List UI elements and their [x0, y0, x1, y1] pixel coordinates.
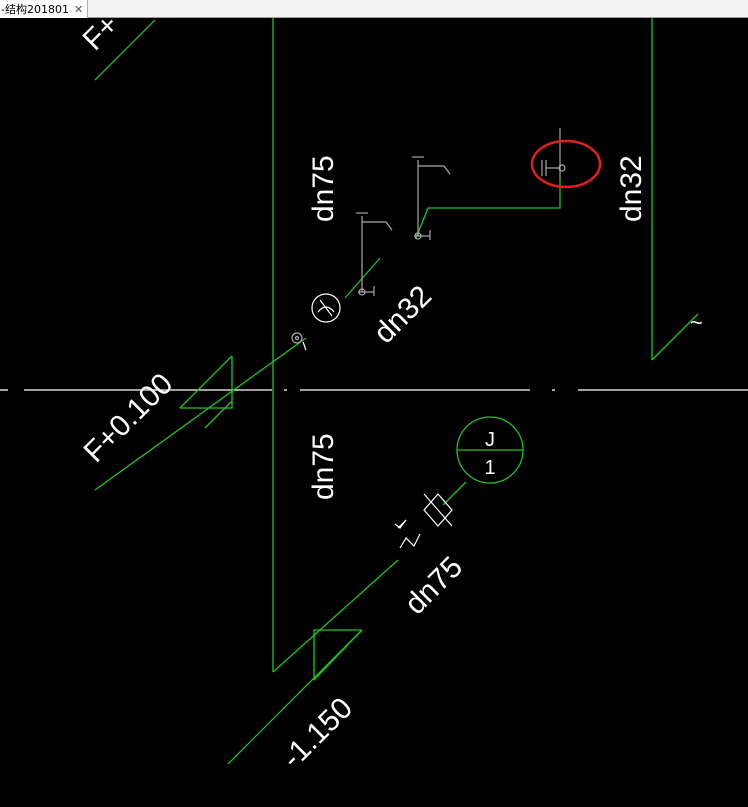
document-tab[interactable]: -结构201801 ✕ — [0, 0, 89, 18]
level-marker-lower — [313, 629, 362, 680]
diag-pipe-branch — [204, 400, 233, 429]
level-marker-upper — [180, 356, 233, 409]
fixture-symbols — [291, 128, 566, 351]
pipe-network — [94, 18, 699, 765]
label-dn75-top: dn75 — [307, 155, 340, 222]
label-tilde: ~ — [690, 310, 703, 335]
diag-pipe-main — [94, 337, 307, 491]
valve-icon — [394, 493, 453, 549]
diag-pipe-top-left — [94, 19, 156, 81]
branch-pipe-top — [415, 180, 561, 239]
pipe-labels: dn75 dn32 dn32 F+0.100 F+ dn75 dn75 -1.1… — [77, 8, 703, 775]
label-floor-level: F+0.100 — [78, 367, 180, 469]
drawing-canvas[interactable]: J 1 dn75 dn32 dn32 F+0.100 F+ dn75 dn75 … — [0, 8, 748, 802]
label-dn32-right: dn32 — [615, 155, 648, 222]
cleanout-icon — [291, 332, 303, 344]
highlight-ellipse — [530, 139, 602, 189]
label-dn75-bottom: dn75 — [307, 433, 340, 500]
riser-tag-letter: J — [485, 429, 495, 451]
close-icon[interactable]: ✕ — [73, 2, 84, 16]
riser-tag: J 1 — [456, 416, 524, 484]
pipe-to-riser-tag — [442, 481, 467, 506]
riser-right-foot — [651, 313, 699, 361]
document-tab-title: -结构201801 — [1, 3, 69, 16]
floor-drain-icon — [311, 293, 341, 323]
label-dn75-diag: dn75 — [399, 550, 470, 621]
diag-pipe-lower — [272, 559, 399, 673]
riser-tag-number: 1 — [484, 457, 495, 479]
document-tab-bar: -结构201801 ✕ — [0, 0, 748, 18]
label-floor-level-top: F+ — [77, 18, 126, 57]
label-dn32-mid: dn32 — [368, 279, 439, 350]
